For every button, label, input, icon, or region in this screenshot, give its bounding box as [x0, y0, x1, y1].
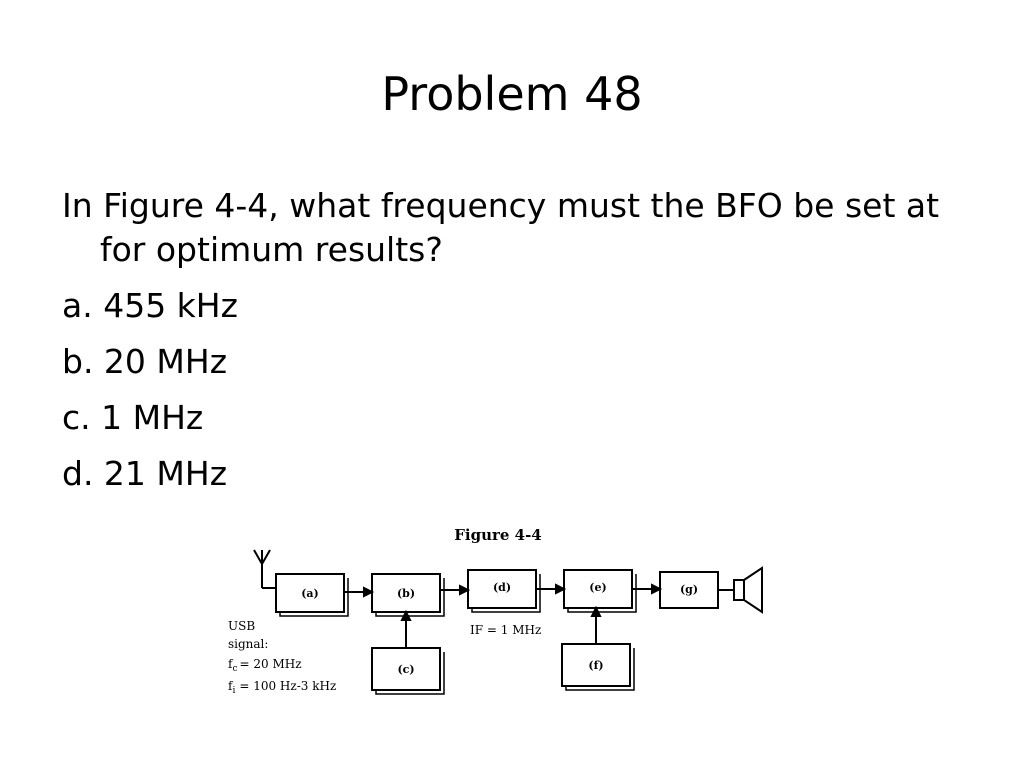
block-g-label: (g): [680, 583, 698, 596]
figure-caption: Figure 4-4: [454, 526, 542, 544]
fc-subscript: c: [232, 664, 237, 674]
if-label: IF = 1 MHz: [470, 623, 541, 637]
fi-subscript: i: [232, 686, 235, 696]
block-d-label: (d): [493, 581, 511, 594]
block-f-label: (f): [588, 659, 603, 672]
block-e-label: (e): [589, 581, 606, 594]
fc-value: = 20 MHz: [240, 657, 302, 671]
option-c: c. 1 MHz: [62, 398, 204, 437]
block-c-label: (c): [397, 663, 414, 676]
usb-label: USB: [228, 619, 255, 633]
svg-text:fi= 100 Hz-3 kHz: fi = 100 Hz-3 kHz: [228, 679, 336, 696]
fi-value: = 100 Hz-3 kHz: [239, 679, 336, 693]
figure-4-4: Figure 4-4: [222, 520, 782, 700]
antenna-icon: [253, 549, 276, 589]
option-d: d. 21 MHz: [62, 454, 228, 493]
block-f: [561, 643, 631, 687]
block-a-label: (a): [301, 587, 319, 600]
option-a: a. 455 kHz: [62, 286, 238, 325]
svg-text:fc= 20 MHz: fc= 20 MHz: [228, 657, 302, 674]
block-c: [371, 647, 441, 691]
option-b: b. 20 MHz: [62, 342, 228, 381]
slide-title: Problem 48: [381, 67, 643, 121]
speaker-icon: [733, 566, 763, 614]
slide-body: In Figure 4-4, what frequency must the B…: [62, 184, 962, 508]
question-text: In Figure 4-4, what frequency must the B…: [62, 186, 940, 269]
fc-symbol: f: [228, 657, 234, 671]
fi-symbol: f: [228, 679, 234, 693]
block-diagram: Figure 4-4: [228, 526, 763, 696]
signal-label: signal:: [228, 637, 268, 651]
block-b: [371, 573, 441, 613]
block-b-label: (b): [397, 587, 415, 600]
